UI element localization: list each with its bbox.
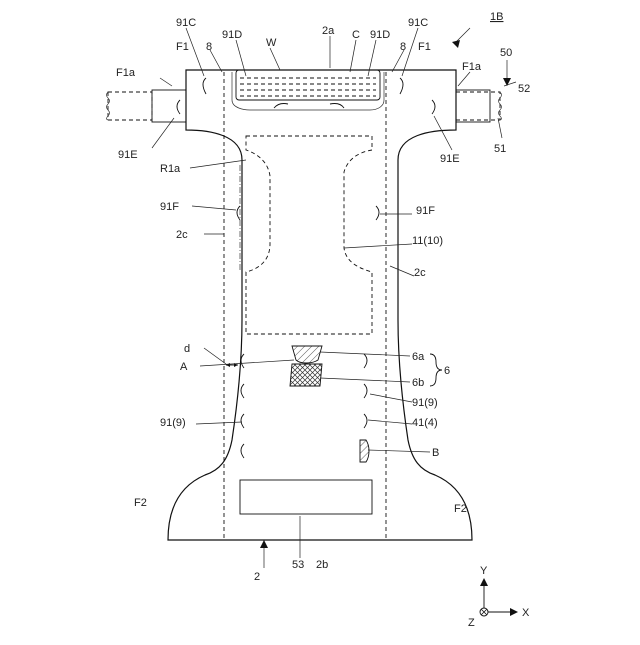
label-53: 53: [292, 559, 304, 571]
label-f1a-right: F1a: [462, 61, 482, 73]
absorber-outline: [246, 136, 372, 334]
arrow-1b: [452, 40, 460, 48]
label-91e-right: 91E: [440, 153, 460, 165]
left-tape-tab: [152, 90, 186, 122]
label-8-left: 8: [206, 41, 212, 53]
arrow-2: [260, 540, 268, 548]
element-6a: [292, 346, 322, 363]
label-f2-left: F2: [134, 497, 147, 509]
right-tape-tab: [456, 90, 490, 122]
brace-6: [430, 354, 442, 386]
waist-member-w: [236, 70, 380, 100]
element-b: [360, 440, 369, 462]
label-r1a: R1a: [160, 163, 181, 175]
target-tape-53: [240, 480, 372, 514]
label-d: d: [184, 343, 190, 355]
label-f1a-left: F1a: [116, 67, 136, 79]
label-6b: 6b: [412, 377, 424, 389]
axis-x-label: X: [522, 607, 530, 619]
label-c: C: [352, 29, 360, 41]
label-51: 51: [494, 143, 506, 155]
left-tape-extension: [108, 92, 152, 120]
label-91-9-left: 91(9): [160, 417, 186, 429]
label-91f-left: 91F: [160, 201, 179, 213]
label-w: W: [266, 37, 277, 49]
label-2a: 2a: [322, 25, 335, 37]
label-11-10: 11(10): [412, 235, 443, 247]
label-91d-right: 91D: [370, 29, 390, 41]
axis-z-label: Z: [468, 617, 475, 629]
label-f2-right: F2: [454, 503, 467, 515]
label-a: A: [180, 361, 188, 373]
label-8-right: 8: [400, 41, 406, 53]
bracket-marks: [177, 78, 435, 458]
label-91d-left: 91D: [222, 29, 242, 41]
label-2c-left: 2c: [176, 229, 188, 241]
label-b: B: [432, 447, 439, 459]
label-91c-left: 91C: [176, 17, 196, 29]
leader-lines: [152, 28, 516, 568]
label-f1-right: F1: [418, 41, 431, 53]
label-91f-right: 91F: [416, 205, 435, 217]
label-2c-right: 2c: [414, 267, 426, 279]
label-6: 6: [444, 365, 450, 377]
article-outline: [168, 70, 472, 540]
arrow-50: [503, 78, 511, 86]
label-6a: 6a: [412, 351, 425, 363]
label-41-4: 41(4): [412, 417, 438, 429]
element-6b: [290, 364, 322, 386]
label-91c-right: 91C: [408, 17, 428, 29]
label-50: 50: [500, 47, 512, 59]
label-2: 2: [254, 571, 260, 583]
label-2b: 2b: [316, 559, 328, 571]
label-52: 52: [518, 83, 530, 95]
label-f1-left: F1: [176, 41, 189, 53]
axis-y-label: Y: [480, 565, 488, 577]
coordinate-axes: Y X Z: [468, 565, 530, 629]
label-91-9-right: 91(9): [412, 397, 438, 409]
label-1b: 1B: [490, 11, 503, 23]
d-arrow-head-left: [226, 363, 230, 367]
label-91e-left: 91E: [118, 149, 138, 161]
right-tape-extension: [456, 92, 500, 120]
